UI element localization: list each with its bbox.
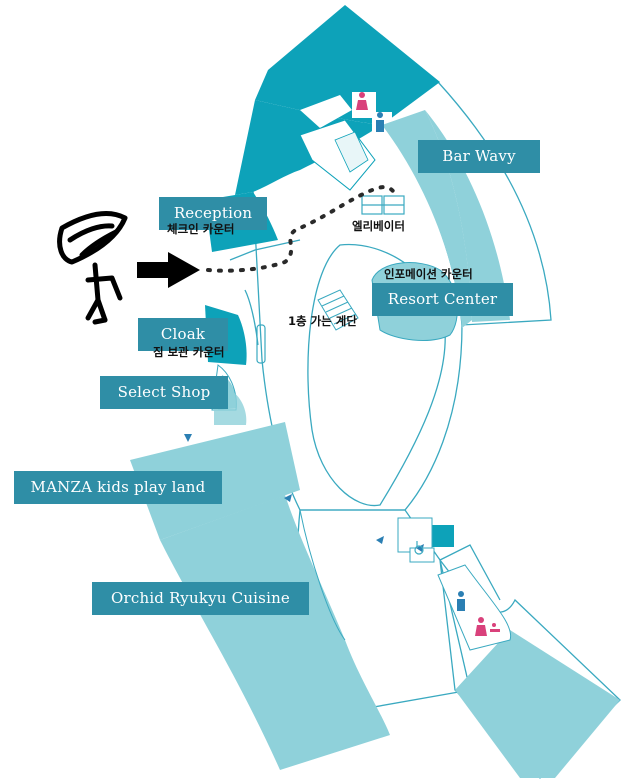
entrance-arrow-icon: [137, 252, 200, 288]
stairs-symbol: [317, 289, 359, 331]
women-restroom-icon: [475, 617, 487, 636]
area-label-reception[interactable]: Reception: [159, 197, 267, 230]
men-restroom-icon: [376, 112, 384, 132]
area-label-manza-kids[interactable]: MANZA kids play land: [14, 471, 222, 504]
baby-changing-icon: [490, 623, 500, 632]
annotation-luggage-counter: 짐 보관 카운터: [153, 345, 225, 359]
south-wing: [455, 630, 620, 778]
area-label-bar-wavy[interactable]: Bar Wavy: [418, 140, 540, 173]
area-label-resort-center[interactable]: Resort Center: [372, 283, 513, 316]
women-restroom-icon: [356, 92, 368, 110]
direction-markers: [184, 434, 424, 552]
annotation-elevator: 엘리베이터: [352, 219, 405, 233]
annotation-checkin-counter: 체크인 카운터: [167, 222, 235, 236]
restaurant-area: [160, 495, 390, 770]
men-restroom-icon: [457, 591, 465, 611]
annotation-stairs-to-1f: 1층 가는 계단: [288, 314, 357, 328]
wheelchair-icon: [414, 541, 424, 555]
elevator-symbol: [361, 195, 405, 215]
area-label-orchid-ryukyu[interactable]: Orchid Ryukyu Cuisine: [92, 582, 309, 615]
area-label-cloak[interactable]: Cloak: [138, 318, 228, 351]
area-label-select-shop[interactable]: Select Shop: [100, 376, 228, 409]
marker-doodle-icon: [57, 210, 128, 325]
annotation-information-counter: 인포메이션 카운터: [384, 267, 473, 281]
walking-route: [206, 185, 397, 273]
